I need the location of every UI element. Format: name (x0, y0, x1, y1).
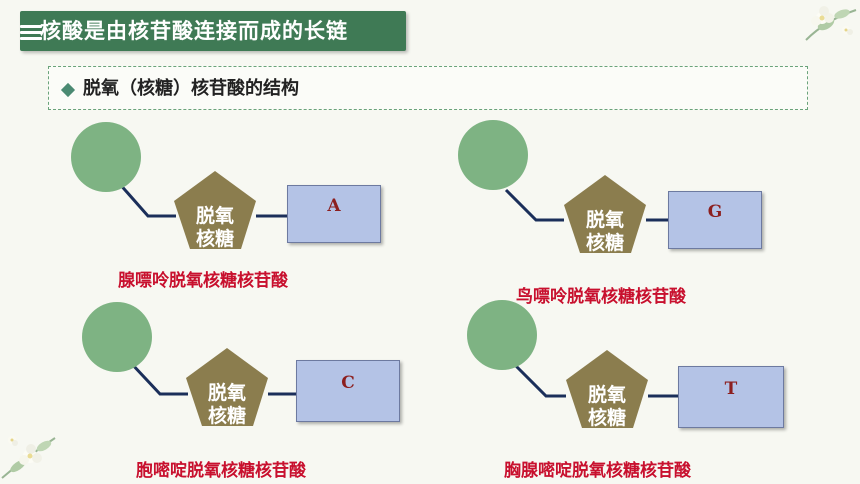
nucleotide-name: 鸟嘌呤脱氧核糖核苷酸 (516, 287, 686, 307)
deoxyribose-pentagon (186, 348, 268, 426)
base-box: T (678, 366, 784, 428)
subtitle: 脱氧（核糖）核苷酸的结构 (83, 78, 299, 99)
menu-icon (20, 22, 42, 42)
nucleotide-bonds (514, 350, 680, 428)
page-title: 核酸是由核苷酸连接而成的长链 (40, 19, 348, 43)
flower-decoration-icon (1, 436, 56, 479)
nucleotide-bonds (504, 175, 678, 253)
subtitle-box: 脱氧（核糖）核苷酸的结构 (48, 66, 808, 110)
base-letter: T (724, 379, 738, 399)
nucleotide-t: 脱氧 核糖 T 胸腺嘧啶脱氧核糖核苷酸 (466, 300, 784, 481)
nucleotide-name: 胸腺嘧啶脱氧核糖核苷酸 (504, 461, 691, 481)
base-box: C (296, 360, 400, 422)
phosphate-circle (71, 122, 141, 192)
title-bar: 核酸是由核苷酸连接而成的长链 (20, 11, 406, 51)
deoxyribose-pentagon (564, 175, 646, 253)
nucleotide-bonds (116, 171, 288, 249)
sugar-label: 脱氧 核糖 (587, 384, 626, 429)
sugar-label: 脱氧 核糖 (195, 205, 234, 250)
nucleotide-name: 腺嘌呤脱氧核糖核苷酸 (118, 271, 288, 291)
sugar-label: 脱氧 核糖 (585, 209, 624, 254)
nucleotide-name: 胞嘧啶脱氧核糖核苷酸 (136, 461, 306, 481)
sugar-label: 脱氧 核糖 (207, 382, 246, 427)
base-letter: G (707, 202, 723, 222)
base-letter: C (341, 373, 355, 393)
nucleotide-a: 脱氧 核糖 A 腺嘌呤脱氧核糖核苷酸 (70, 120, 381, 291)
base-box: A (287, 185, 381, 243)
diamond-bullet-icon (60, 82, 76, 98)
phosphate-circle (82, 302, 152, 372)
phosphate-circle (458, 120, 528, 190)
deoxyribose-pentagon (566, 350, 648, 428)
deoxyribose-pentagon (174, 171, 256, 249)
nucleotide-g: 脱氧 核糖 G 鸟嘌呤脱氧核糖核苷酸 (456, 120, 762, 307)
nucleotide-c: 脱氧 核糖 C 胞嘧啶脱氧核糖核苷酸 (80, 300, 400, 481)
flower-decoration-icon (805, 6, 857, 41)
phosphate-circle (467, 300, 537, 370)
base-box: G (668, 191, 762, 249)
base-letter: A (327, 196, 341, 216)
